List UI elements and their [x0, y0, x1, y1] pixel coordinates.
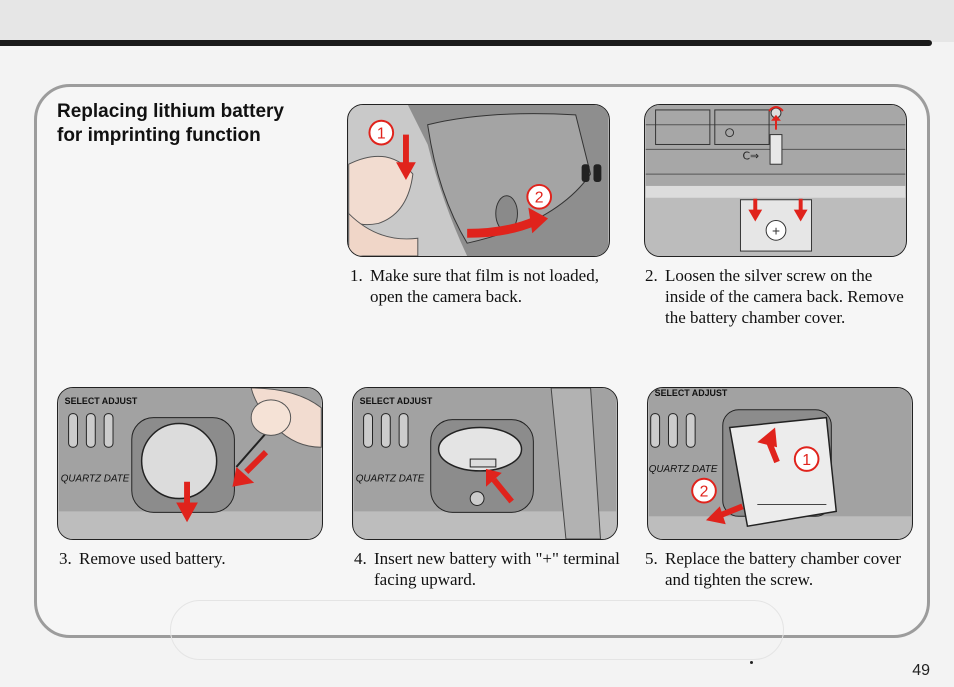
bleed-through-outline — [170, 600, 784, 660]
header-rule — [0, 40, 932, 46]
step-1-text: Make sure that film is not loaded, open … — [370, 266, 599, 306]
select-adjust-label-3: SELECT ADJUST — [65, 396, 138, 406]
stray-dot — [750, 661, 753, 664]
step-5: 5. Replace the battery chamber cover and… — [645, 548, 915, 590]
step-1-number: 1. — [350, 266, 363, 285]
callout-1-text-5: 1 — [802, 452, 811, 469]
step-3: 3. Remove used battery. — [59, 548, 329, 569]
step-2: 2. Loosen the silver screw on the inside… — [645, 265, 910, 328]
step-2-text: Loosen the silver screw on the inside of… — [665, 266, 904, 327]
quartz-date-label-5: QUARTZ DATE — [649, 464, 718, 475]
figure-open-back-illustration: 1 2 — [348, 105, 609, 256]
step-2-number: 2. — [645, 266, 658, 285]
figure-insert-battery: SELECT ADJUST QUARTZ DATE — [352, 387, 618, 540]
callout-2-text-5: 2 — [700, 484, 709, 501]
step-4-number: 4. — [354, 549, 367, 568]
step-4-text: Insert new battery with "+" terminal fac… — [374, 549, 620, 589]
figure-loosen-screw: + C⇒ — [644, 104, 907, 257]
svg-text:C⇒: C⇒ — [742, 149, 759, 162]
callout-1-text: 1 — [377, 126, 386, 143]
step-5-number: 5. — [645, 549, 658, 568]
quartz-date-label-4: QUARTZ DATE — [356, 474, 425, 485]
step-5-text: Replace the battery chamber cover and ti… — [665, 549, 901, 589]
figure-replace-cover: SELECT ADJUST QUARTZ DATE 1 2 — [647, 387, 913, 540]
section-title: Replacing lithium battery for imprinting… — [57, 101, 284, 146]
callout-2-text: 2 — [535, 190, 544, 207]
page-number: 49 — [912, 662, 930, 679]
figure-open-back: 1 2 — [347, 104, 610, 257]
step-1: 1. Make sure that film is not loaded, op… — [350, 265, 620, 307]
quartz-date-label-3: QUARTZ DATE — [61, 474, 130, 485]
figure-remove-battery-illustration: SELECT ADJUST QUARTZ DATE — [58, 388, 322, 539]
figure-remove-battery: SELECT ADJUST QUARTZ DATE — [57, 387, 323, 540]
plus-sign-text: + — [772, 222, 780, 238]
figure-loosen-screw-illustration: + C⇒ — [645, 105, 906, 256]
step-3-text: Remove used battery. — [79, 549, 226, 568]
header-band — [0, 0, 954, 42]
figure-replace-cover-illustration: SELECT ADJUST QUARTZ DATE 1 2 — [648, 388, 912, 539]
select-adjust-label-4: SELECT ADJUST — [360, 396, 433, 406]
select-adjust-label-5: SELECT ADJUST — [655, 388, 728, 398]
step-3-number: 3. — [59, 549, 72, 568]
figure-insert-battery-illustration: SELECT ADJUST QUARTZ DATE — [353, 388, 617, 539]
step-4: 4. Insert new battery with "+" terminal … — [354, 548, 624, 590]
